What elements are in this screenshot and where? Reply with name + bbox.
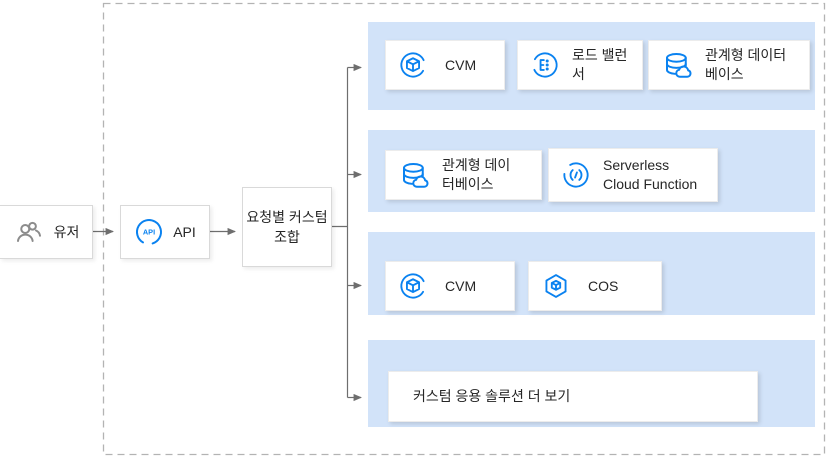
cos-icon (542, 272, 570, 300)
database-icon (399, 160, 429, 190)
api-label: API (173, 224, 196, 240)
cvm-icon (399, 51, 427, 79)
cvm-icon (399, 272, 427, 300)
api-icon: API (134, 217, 164, 247)
service-label: COS (588, 277, 619, 294)
card-cos: COS (528, 261, 662, 311)
service-label: Serverless Cloud Function (603, 157, 698, 192)
card-database-2: 관계형 데이 터베이스 (385, 150, 542, 200)
service-label: 로드 밸런서 (572, 47, 628, 82)
solution-row-4: 커스텀 응용 솔루션 더 보기 (368, 340, 815, 427)
combiner-label: 요청별 커스텀 조합 (246, 209, 328, 245)
user-label: 유저 (53, 224, 80, 240)
card-database-1: 관계형 데이터 베이스 (648, 40, 810, 90)
service-label: 커스텀 응용 솔루션 더 보기 (413, 388, 571, 404)
card-more-solutions: 커스텀 응용 솔루션 더 보기 (388, 371, 758, 422)
api-node: API API (120, 205, 210, 259)
service-label: 관계형 데이 터베이스 (442, 157, 511, 192)
load-balancer-icon (531, 51, 559, 79)
user-node: 유저 (0, 205, 93, 259)
combiner-node: 요청별 커스텀 조합 (242, 187, 332, 267)
database-icon (662, 50, 692, 80)
serverless-icon (562, 161, 590, 189)
card-cvm-2: CVM (385, 261, 515, 311)
solution-row-3: CVM COS (368, 232, 815, 315)
service-label: CVM (445, 56, 477, 73)
card-serverless: Serverless Cloud Function (548, 148, 718, 202)
card-load-balancer: 로드 밸런서 (517, 40, 643, 90)
service-label: CVM (445, 277, 477, 294)
card-cvm-1: CVM (385, 40, 505, 90)
users-icon (13, 217, 45, 247)
solution-row-1: CVM 로드 밸런서 (368, 22, 815, 110)
solution-row-2: 관계형 데이 터베이스 Serverless Cloud Function (368, 130, 815, 212)
service-label: 관계형 데이터 베이스 (705, 47, 787, 82)
svg-text:API: API (143, 228, 155, 237)
